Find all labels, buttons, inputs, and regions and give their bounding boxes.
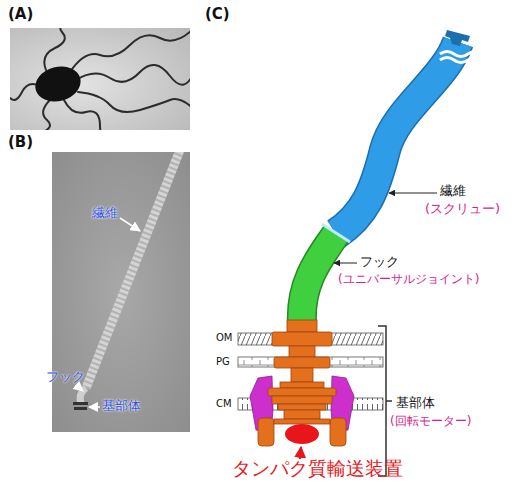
function-note: (スクリュー) <box>425 202 500 217</box>
flagella <box>10 28 190 130</box>
export-base <box>284 410 320 419</box>
flagellum-line <box>76 65 190 85</box>
panel-label: (A) <box>8 6 33 23</box>
rod <box>291 368 313 382</box>
break-mark <box>440 52 482 57</box>
bacterium-cell <box>31 62 84 107</box>
ms-ring <box>278 404 326 410</box>
p-ring <box>274 357 330 368</box>
l-ring <box>272 332 332 346</box>
part-name: 基部体 <box>102 399 141 414</box>
filament-texture <box>86 152 180 388</box>
flagellum-line <box>38 100 50 130</box>
layer-name: CM <box>216 398 232 410</box>
bracket <box>378 326 392 476</box>
layer-name: OM <box>216 332 233 344</box>
peptidoglycan-layer <box>238 357 383 367</box>
flagellum-line <box>64 100 122 130</box>
part-name: タンパク質輸送装置 <box>232 458 403 480</box>
flagellum-line <box>44 28 84 70</box>
leader-arrow <box>120 218 140 231</box>
junction-stripe <box>322 224 350 242</box>
leader-arrow <box>89 406 100 408</box>
function-note: (回転モーター) <box>390 415 471 429</box>
rod <box>289 346 315 357</box>
micrograph-a <box>10 28 190 130</box>
layer-name: PG <box>216 356 230 368</box>
ms-ring <box>268 388 336 396</box>
export-pod <box>258 418 274 446</box>
flagellum-line <box>78 92 190 112</box>
outer-membrane <box>238 333 383 345</box>
flagellum-line <box>70 30 190 72</box>
leader-arrow <box>389 193 437 194</box>
leader-arrow <box>334 263 357 264</box>
hook <box>302 234 336 322</box>
ms-ring <box>272 396 332 404</box>
ms-ring <box>280 382 324 388</box>
panel-label: (B) <box>8 134 33 151</box>
panel-label: (C) <box>205 6 230 23</box>
filament-cap <box>445 30 470 46</box>
part-name: フック <box>360 255 399 270</box>
hook-outline <box>302 234 336 322</box>
export-pod <box>330 418 346 446</box>
export-apparatus <box>285 424 319 444</box>
basal-body-image <box>74 407 87 410</box>
part-name: 基部体 <box>396 396 435 411</box>
part-name: 繊維 <box>440 184 466 199</box>
part-name: 繊維 <box>92 206 118 221</box>
basal-body-image <box>73 402 88 405</box>
function-note: (ユニバーサルジョイント) <box>338 273 479 287</box>
part-name: フック <box>46 370 85 385</box>
rod <box>287 320 317 332</box>
break-mark <box>440 58 482 63</box>
leader-arrow <box>76 385 83 391</box>
filament-image <box>86 152 180 388</box>
export-link <box>274 419 330 424</box>
